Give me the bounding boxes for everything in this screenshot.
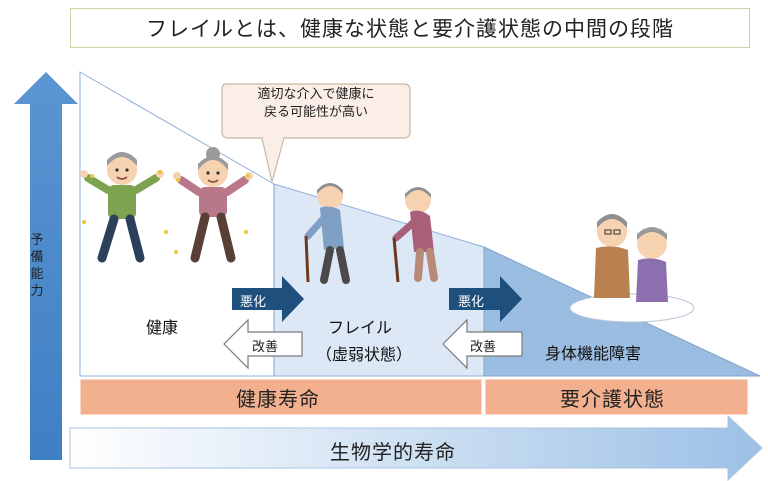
speech-bubble <box>221 83 411 183</box>
improve-arrow-2-label: 改善 <box>470 340 497 355</box>
improve-arrow-2 <box>442 318 523 370</box>
bubble-text: 適切な介入で健康に 戻る可能性が高い <box>257 87 375 120</box>
improve-arrow-1-label: 改善 <box>252 340 279 355</box>
vertical-axis-label: 予備能力 <box>30 233 44 299</box>
healthy-life-bar <box>79 378 483 416</box>
happy-elderly-woman-icon <box>173 147 253 263</box>
diagram-title: フレイルとは、健康な状態と要介護状態の中間の段階 <box>70 8 750 48</box>
biological-lifespan-arrow <box>69 414 763 481</box>
frail-elderly-man-with-cane-icon <box>304 183 350 284</box>
sparkle-icons <box>82 170 250 254</box>
frail-elderly-woman-with-cane-icon <box>392 187 438 283</box>
stage-label-frail: フレイル <box>328 318 393 337</box>
worsen-arrow-1 <box>232 276 304 322</box>
worsen-arrow-1-label: 悪化 <box>240 295 267 310</box>
happy-elderly-man-icon <box>80 152 164 263</box>
title-text: フレイルとは、健康な状態と要介護状態の中間の段階 <box>146 17 674 41</box>
care-needed-label: 要介護状態 <box>560 387 665 411</box>
stage-label-disability: 身体機能障害 <box>545 344 642 363</box>
reserve-capacity-axis-arrow <box>14 72 78 460</box>
care-needed-bar <box>484 378 749 416</box>
caregiver-and-patient-icon <box>569 214 695 323</box>
worsen-arrow-2 <box>449 276 522 322</box>
biological-lifespan-label: 生物学的寿命 <box>330 440 456 464</box>
stage-label-healthy: 健康 <box>146 318 179 337</box>
improve-arrow-1 <box>223 318 303 370</box>
stage-label-frail-sub: （虚弱状態） <box>316 345 413 364</box>
worsen-arrow-2-label: 悪化 <box>458 295 485 310</box>
healthy-life-label: 健康寿命 <box>236 387 320 411</box>
